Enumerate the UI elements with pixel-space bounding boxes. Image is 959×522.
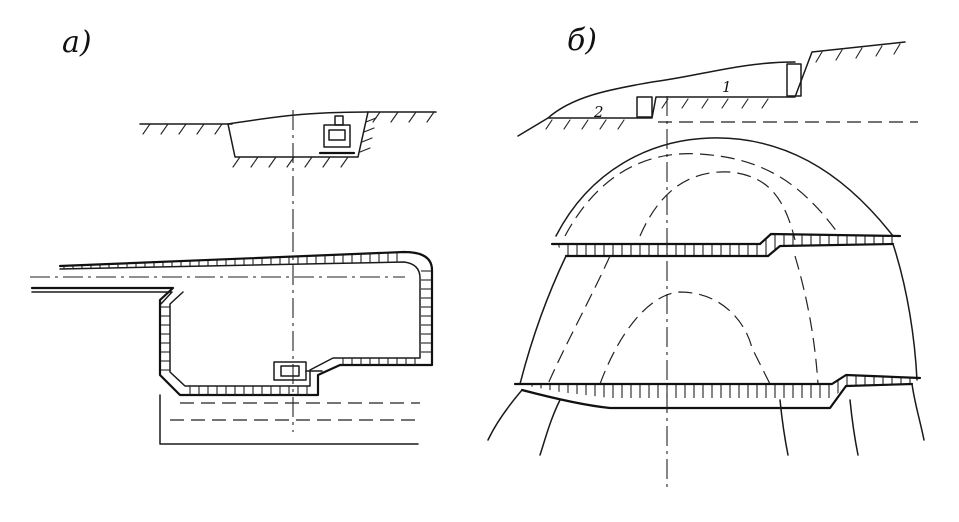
section-b-plan-view — [487, 96, 925, 492]
section-a-plan-view — [30, 232, 434, 445]
panel-a-label: а) — [62, 25, 92, 60]
marker-1: 1 — [722, 78, 732, 96]
section-a-cross-section — [139, 110, 437, 232]
trench-outline — [227, 111, 369, 158]
excavator-small-b — [636, 96, 653, 118]
lower-line-mid — [779, 399, 789, 456]
lower-slope-right — [911, 383, 925, 441]
future-outline — [159, 394, 419, 445]
upper-road-edge-a — [550, 232, 902, 246]
terrain-surface — [547, 61, 796, 119]
marker-2: 2 — [593, 103, 604, 121]
bottom-wall-hatch — [186, 386, 310, 395]
lower-line-right — [849, 399, 859, 456]
entrance-wedge — [31, 291, 173, 306]
hill-contour-top — [639, 171, 796, 241]
excavator-section-icon — [318, 115, 356, 155]
plan-inner-wall — [59, 261, 421, 387]
slope-right — [892, 243, 918, 381]
hill-contour-upper — [564, 153, 841, 237]
lower-road-hatch — [518, 375, 918, 398]
slope-dash-left — [547, 255, 611, 385]
bench-hatch — [336, 358, 420, 365]
hill-outline — [555, 137, 894, 237]
left-wall-hatch — [161, 302, 170, 372]
lower-contour — [599, 291, 771, 385]
slope-dash-right — [794, 255, 819, 385]
structure-b — [786, 63, 802, 97]
section-b-cross-section: 2 1 — [517, 41, 918, 137]
spoil-top-line — [227, 111, 369, 125]
panel-b-label: б) — [567, 23, 597, 58]
lower-line-left — [539, 399, 561, 456]
lower-road-edge-b — [520, 382, 914, 410]
panel-a: а) — [30, 25, 437, 445]
ground-hatching — [142, 111, 435, 168]
right-wall-hatch — [421, 270, 431, 360]
terrace-hatching — [545, 43, 901, 130]
lower-road-edge-a — [513, 373, 922, 386]
panel-b: б) 2 1 — [487, 23, 925, 492]
lower-slope-left — [487, 389, 523, 441]
plan-outer-wall — [30, 250, 434, 397]
excavator-plan-icon — [273, 361, 323, 381]
slope-left — [519, 255, 567, 385]
